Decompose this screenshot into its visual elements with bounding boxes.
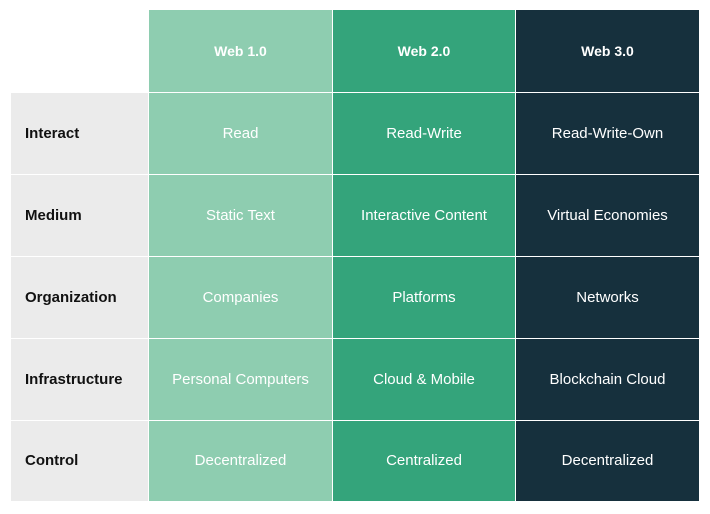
cell-web1-control: Decentralized <box>149 421 332 501</box>
row-label-interact: Interact <box>11 93 148 174</box>
cell-text: Interactive Content <box>361 206 487 224</box>
cell-text: Read-Write <box>386 124 462 142</box>
row-label-control: Control <box>11 421 148 501</box>
cell-text: Companies <box>202 288 279 306</box>
cell-text: Static Text <box>206 206 275 224</box>
cell-text: Read <box>222 124 259 142</box>
cell-web1-interact: Read <box>149 93 332 174</box>
header-web2-label: Web 2.0 <box>397 42 451 59</box>
cell-web2-control: Centralized <box>333 421 515 501</box>
cell-text: Virtual Economies <box>547 206 668 224</box>
cell-text: Decentralized <box>561 452 654 469</box>
row-label-organization: Organization <box>11 257 148 338</box>
header-web1-label: Web 1.0 <box>214 42 267 59</box>
cell-web3-control: Decentralized <box>516 421 699 501</box>
cell-text: Blockchain Cloud <box>549 370 666 388</box>
cell-text: Centralized <box>386 452 462 469</box>
header-web3-label: Web 3.0 <box>581 42 634 59</box>
header-web2: Web 2.0 <box>333 10 515 92</box>
cell-text: Platforms <box>392 288 456 306</box>
cell-web2-organization: Platforms <box>333 257 515 338</box>
cell-text: Networks <box>576 288 639 306</box>
row-label-text: Interact <box>25 124 80 142</box>
header-web3: Web 3.0 <box>516 10 699 92</box>
cell-web3-organization: Networks <box>516 257 699 338</box>
cell-web2-medium: Interactive Content <box>333 175 515 256</box>
row-label-text: Medium <box>25 206 82 224</box>
row-label-infrastructure: Infrastructure <box>11 339 148 420</box>
row-label-text: Infrastructure <box>25 370 123 388</box>
cell-text: Decentralized <box>194 452 287 469</box>
cell-web3-medium: Virtual Economies <box>516 175 699 256</box>
cell-text: Cloud & Mobile <box>373 370 475 388</box>
cell-web3-infrastructure: Blockchain Cloud <box>516 339 699 420</box>
cell-text: Read-Write-Own <box>551 124 664 142</box>
cell-web2-interact: Read-Write <box>333 93 515 174</box>
cell-web2-infrastructure: Cloud & Mobile <box>333 339 515 420</box>
cell-web3-interact: Read-Write-Own <box>516 93 699 174</box>
row-label-text: Control <box>25 452 79 469</box>
cell-web1-medium: Static Text <box>149 175 332 256</box>
cell-web1-infrastructure: Personal Computers <box>149 339 332 420</box>
cell-text: Personal Computers <box>172 370 309 388</box>
cell-web1-organization: Companies <box>149 257 332 338</box>
header-web1: Web 1.0 <box>149 10 332 92</box>
row-label-medium: Medium <box>11 175 148 256</box>
row-label-text: Organization <box>25 288 117 306</box>
